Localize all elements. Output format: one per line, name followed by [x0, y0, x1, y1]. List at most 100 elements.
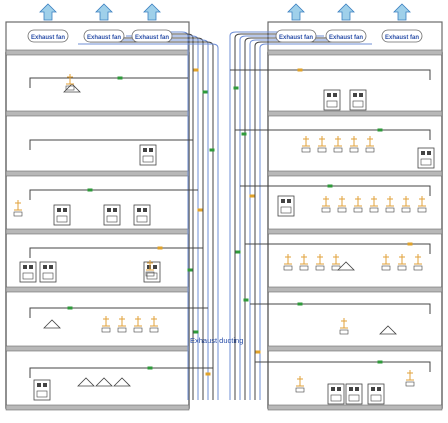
fume-hood-panel — [43, 383, 47, 387]
lab-station-icon — [65, 74, 75, 91]
fume-hood-panel — [353, 93, 357, 97]
right-floor-slab — [267, 170, 443, 177]
fume-hood-sash — [330, 394, 342, 402]
station-stand — [150, 316, 158, 327]
station-stand — [318, 136, 326, 147]
left-floor-slab — [5, 345, 190, 352]
fume-hood-panel — [331, 387, 335, 391]
duct-marker — [202, 90, 208, 94]
fume-hood-sash — [136, 215, 148, 223]
lab-station-icon — [149, 316, 159, 333]
station-stand — [300, 254, 308, 265]
duct-markers — [67, 68, 413, 376]
fume-hood-panel — [281, 199, 285, 203]
duct-marker — [147, 366, 153, 370]
lab-station-icon — [133, 316, 143, 333]
duct-marker — [197, 208, 203, 212]
fume-hood-panel — [43, 265, 47, 269]
fan-housing — [131, 29, 173, 43]
fume-hood-panel — [153, 265, 157, 269]
fume-hood-panel — [107, 208, 111, 212]
lab-station-icon — [317, 136, 327, 153]
station-stand — [398, 254, 406, 265]
duct-marker — [193, 68, 199, 72]
right-floor-branch — [255, 361, 431, 405]
fume-hood-panel — [137, 208, 141, 212]
duct-marker — [249, 194, 255, 198]
fume-hood-icon — [345, 383, 363, 405]
right-vertical-duct — [229, 31, 300, 400]
right-floor-branch — [240, 185, 431, 217]
exhaust-fan-label: Exhaust fan — [135, 35, 169, 41]
fume-hood-panel — [421, 151, 425, 155]
station-base — [397, 265, 407, 271]
lab-station-icon — [13, 200, 23, 217]
station-base — [337, 207, 347, 213]
station-stand — [118, 316, 126, 327]
fume-hood-sash — [142, 155, 154, 163]
station-base — [333, 147, 343, 153]
fume-hood-icon — [139, 144, 157, 166]
left-vertical-duct — [90, 41, 214, 400]
station-base — [381, 265, 391, 271]
station-base — [301, 147, 311, 153]
station-base — [299, 265, 309, 271]
duct-marker — [187, 268, 193, 272]
exhaust-fan-label: Exhaust fan — [385, 35, 419, 41]
fume-hood-sash — [420, 158, 432, 166]
exhaust-hood-icon — [113, 377, 131, 387]
lab-station-icon — [385, 196, 395, 213]
fume-hood-sash — [56, 215, 68, 223]
lab-station-icon — [353, 196, 363, 213]
branch-ducts — [13, 69, 435, 405]
lab-station-icon — [145, 260, 155, 277]
fume-hood-sash — [280, 206, 292, 214]
exhaust-fan-label: Exhaust fan — [87, 35, 121, 41]
exhaust-ducting-label: Exhaust ducting — [190, 336, 243, 345]
station-base — [385, 207, 395, 213]
upward-arrow-icon — [95, 3, 113, 21]
branch-duct — [29, 367, 213, 378]
station-base — [13, 211, 23, 217]
station-stand — [406, 370, 414, 381]
station-stand — [350, 136, 358, 147]
upward-arrow-icon — [143, 3, 161, 21]
vertical-duct-shafts — [78, 31, 372, 400]
fume-hood-icon — [133, 204, 151, 226]
lab-station-icon — [413, 254, 423, 271]
station-stand — [302, 136, 310, 147]
station-stand — [102, 316, 110, 327]
exhaust-hood-icon — [43, 319, 61, 329]
station-base — [365, 147, 375, 153]
station-stand — [296, 376, 304, 387]
exhaust-hood-icon — [337, 261, 355, 271]
station-base — [101, 327, 111, 333]
fan-housing — [275, 29, 317, 43]
branch-duct — [240, 185, 431, 196]
exhaust-hood-icon — [379, 325, 397, 335]
fume-hood-panel — [113, 208, 117, 212]
right-floor-branch — [230, 69, 431, 111]
station-stand — [386, 196, 394, 207]
fume-hood-sash — [348, 394, 360, 402]
station-base — [321, 207, 331, 213]
upward-arrow-icon — [393, 3, 411, 21]
lab-station-icon — [339, 318, 349, 335]
station-stand — [370, 196, 378, 207]
right-floor-branch — [250, 303, 431, 335]
branch-duct — [245, 243, 431, 254]
station-stand — [402, 196, 410, 207]
station-base — [295, 387, 305, 393]
station-stand — [366, 136, 374, 147]
station-stand — [66, 74, 74, 85]
fume-hood-icon — [33, 379, 51, 401]
station-base — [145, 271, 155, 277]
station-base — [315, 265, 325, 271]
fume-hood-panel — [143, 208, 147, 212]
left-floor-branch — [29, 74, 188, 93]
branch-duct — [29, 247, 203, 258]
left-floor-branch — [13, 189, 198, 226]
duct-marker — [117, 76, 123, 80]
duct-marker — [297, 68, 303, 72]
